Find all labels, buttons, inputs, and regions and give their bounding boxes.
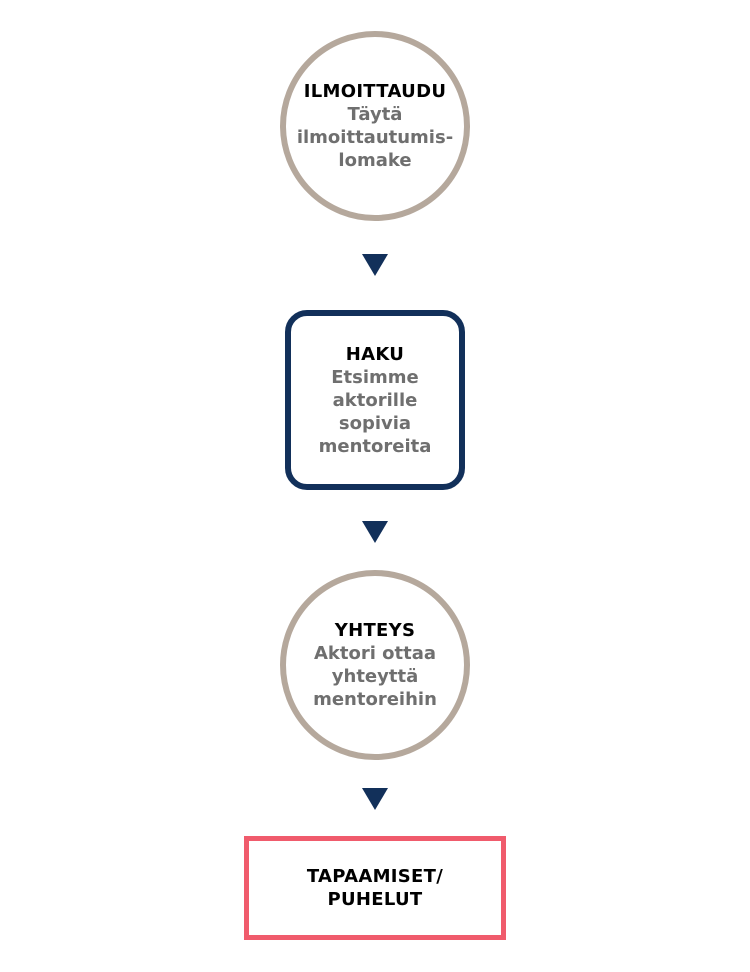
- step-title: YHTEYS: [334, 620, 416, 641]
- step-description-line: lomake: [338, 150, 412, 171]
- step-yhteys: YHTEYS Aktori ottaa yhteyttä mentoreihin: [280, 570, 470, 760]
- arrow-down-icon: [362, 521, 388, 543]
- step-description-line: Etsimme: [331, 366, 419, 388]
- step-description-line: aktorille: [332, 389, 418, 411]
- step-haku: HAKU Etsimme aktorille sopivia mentoreit…: [285, 310, 465, 490]
- step-tapaamiset-puhelut: TAPAAMISET/ PUHELUT: [244, 836, 506, 940]
- step-description-line: mentoreita: [318, 435, 432, 457]
- step-description-line: yhteyttä: [331, 666, 419, 687]
- step-description-line: sopivia: [338, 412, 412, 434]
- arrow-down-icon: [362, 788, 388, 810]
- step-description: Täytä ilmoittautumis- lomake: [297, 103, 453, 172]
- step-title-line: TAPAAMISET/: [306, 866, 444, 887]
- step-ilmoittaudu: ILMOITTAUDU Täytä ilmoittautumis- lomake: [280, 31, 470, 221]
- arrow-down-icon: [362, 254, 388, 276]
- step-title: HAKU: [345, 343, 405, 365]
- step-description-line: ilmoittautumis-: [296, 127, 454, 148]
- step-description-line: Aktori ottaa: [313, 643, 437, 664]
- step-description: Aktori ottaa yhteyttä mentoreihin: [313, 642, 437, 711]
- step-description-line: Täytä: [347, 104, 403, 125]
- step-description-line: mentoreihin: [313, 689, 437, 710]
- step-title-line: PUHELUT: [327, 889, 423, 910]
- step-title: TAPAAMISET/ PUHELUT: [307, 865, 443, 911]
- step-description: Etsimme aktorille sopivia mentoreita: [319, 366, 432, 458]
- step-title: ILMOITTAUDU: [303, 81, 447, 102]
